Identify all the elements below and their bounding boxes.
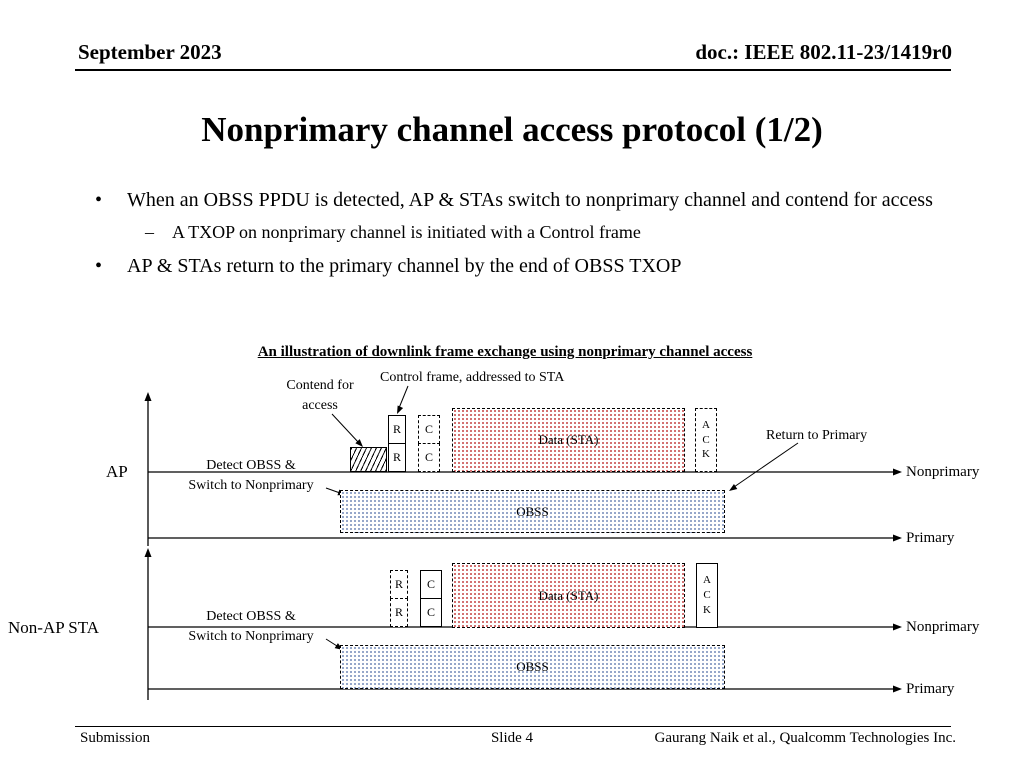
ap-detect-obss-annotation: Detect OBSS & Switch to Nonprimary <box>188 458 314 494</box>
footer-authors: Gaurang Naik et al., Qualcomm Technologi… <box>654 730 957 746</box>
ap-data-label: Data (STA) <box>538 432 599 447</box>
ap-cts-bottom-block: C <box>418 443 440 472</box>
ap-primary-timeline <box>148 534 902 542</box>
ap-cts-top-block: C <box>418 415 440 444</box>
sta-detect-obss-annotation: Detect OBSS & Switch to Nonprimary <box>188 609 314 645</box>
page-title: Nonprimary channel access protocol (1/2) <box>201 110 823 149</box>
ap-obss-block: OBSS <box>340 490 725 533</box>
ap-rts-top-block: R <box>388 415 406 444</box>
ap-label: AP <box>106 462 128 481</box>
ap-obss-label: OBSS <box>516 503 549 519</box>
sta-axis <box>144 548 152 700</box>
bullet-2: • AP & STAs return to the primary channe… <box>88 251 952 282</box>
footer-rule <box>75 726 951 727</box>
sub-bullet-1-marker: – <box>145 222 154 242</box>
contend-for-access-annotation: Contend for access <box>286 378 354 414</box>
sta-label: Non-AP STA <box>8 618 100 637</box>
sta-rts-top-block: R <box>390 570 408 599</box>
control-frame-arrow <box>397 385 409 414</box>
contend-arrow <box>331 413 363 447</box>
sta-nonprimary-label: Nonprimary <box>906 619 980 635</box>
ap-contention-backoff-block <box>350 447 387 472</box>
ap-ack-block: A C K <box>695 408 717 472</box>
return-to-primary-annotation: Return to Primary <box>766 428 868 443</box>
sta-ack-block: A C K <box>696 563 718 628</box>
sub-bullet-1-text: A TXOP on nonprimary channel is initiate… <box>172 222 641 242</box>
footer-submission: Submission <box>80 730 151 746</box>
bullet-list: • When an OBSS PPDU is detected, AP & ST… <box>88 185 952 282</box>
bullet-1: • When an OBSS PPDU is detected, AP & ST… <box>88 185 952 216</box>
sta-cts-bottom-block: C <box>420 598 442 627</box>
bullet-2-marker: • <box>95 255 103 277</box>
bullet-1-marker: • <box>95 189 103 211</box>
sta-data-label: Data (STA) <box>538 587 599 603</box>
footer-slide-number: Slide 4 <box>490 730 534 746</box>
timing-diagram: An illustration of downlink frame exchan… <box>0 340 1024 720</box>
ap-primary-label: Primary <box>906 530 955 546</box>
sta-obss-label: OBSS <box>516 659 549 674</box>
ap-data-block: Data (STA) <box>452 408 685 472</box>
ap-rts-bottom-block: R <box>388 443 406 472</box>
bullet-2-text: AP & STAs return to the primary channel … <box>127 255 682 277</box>
sub-bullet-1: – A TXOP on nonprimary channel is initia… <box>145 219 952 246</box>
diagram-caption: An illustration of downlink frame exchan… <box>257 344 753 360</box>
return-to-primary-arrow <box>729 442 799 491</box>
sta-obss-block: OBSS <box>340 645 725 689</box>
sta-rts-bottom-block: R <box>390 598 408 627</box>
sta-data-block: Data (STA) <box>452 563 685 628</box>
header-date: September 2023 <box>78 40 222 64</box>
bullet-1-text: When an OBSS PPDU is detected, AP & STAs… <box>127 189 933 211</box>
sta-primary-label: Primary <box>906 681 955 697</box>
ap-axis <box>144 392 152 546</box>
header-doc-id: doc.: IEEE 802.11-23/1419r0 <box>695 40 952 64</box>
header-rule <box>75 69 951 71</box>
ap-nonprimary-label: Nonprimary <box>906 464 980 480</box>
control-frame-annotation: Control frame, addressed to STA <box>380 370 565 385</box>
sta-cts-top-block: C <box>420 570 442 599</box>
